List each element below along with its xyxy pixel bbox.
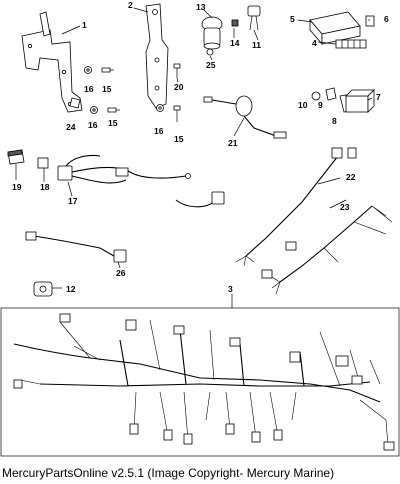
label-15b: 15 xyxy=(108,118,118,128)
part-6-clip xyxy=(365,15,375,27)
label-10: 10 xyxy=(298,100,308,110)
part-23-harness xyxy=(261,205,393,295)
label-15a: 15 xyxy=(102,84,112,94)
part-2-bracket xyxy=(145,3,169,109)
exploded-parts-diagram: 1 2 13 5 6 4 11 14 25 20 16 15 24 16 15 … xyxy=(0,0,400,457)
label-8: 8 xyxy=(332,116,337,126)
label-12: 12 xyxy=(66,284,76,294)
part-14-nut xyxy=(231,19,239,27)
label-16b: 16 xyxy=(88,120,98,130)
part-13-relay xyxy=(201,16,223,50)
label-13: 13 xyxy=(196,2,206,12)
part-1-bracket xyxy=(21,11,83,113)
part-11-connector xyxy=(247,5,261,31)
label-26: 26 xyxy=(116,268,126,278)
part-4-fuse-block xyxy=(335,39,367,49)
leader-lines xyxy=(15,7,373,308)
label-11: 11 xyxy=(252,40,261,50)
label-4: 4 xyxy=(312,38,317,48)
part-12-connector xyxy=(33,281,53,297)
part-3-engine-harness xyxy=(0,307,400,457)
part-21-sender xyxy=(203,95,287,139)
label-20: 20 xyxy=(174,82,184,92)
part-18-connector xyxy=(37,157,49,169)
part-number-labels: 1 2 13 5 6 4 11 14 25 20 16 15 24 16 15 … xyxy=(12,0,389,294)
copyright-footer: MercuryPartsOnline v2.5.1 (Image Copyrig… xyxy=(2,466,335,480)
part-5-module xyxy=(309,11,361,46)
label-19: 19 xyxy=(12,182,22,192)
label-21: 21 xyxy=(228,138,238,148)
part-10-grommet xyxy=(311,91,321,101)
label-2: 2 xyxy=(128,0,133,10)
label-23: 23 xyxy=(340,202,350,212)
part-17-harness xyxy=(57,154,225,208)
fasteners xyxy=(69,63,181,122)
label-6: 6 xyxy=(384,14,389,24)
label-18: 18 xyxy=(40,182,50,192)
label-17: 17 xyxy=(68,196,78,206)
label-14: 14 xyxy=(230,38,240,48)
label-16c: 16 xyxy=(154,126,164,136)
part-9-clip xyxy=(325,87,337,101)
part-26-harness xyxy=(25,231,127,263)
label-15c: 15 xyxy=(174,134,184,144)
label-25: 25 xyxy=(206,60,216,70)
part-19-connector xyxy=(7,149,25,165)
label-1: 1 xyxy=(82,20,87,30)
label-7: 7 xyxy=(376,92,381,102)
part-22-harness xyxy=(235,147,357,267)
part-7-relay xyxy=(345,89,375,113)
label-24: 24 xyxy=(66,122,76,132)
label-3: 3 xyxy=(228,284,233,294)
label-9: 9 xyxy=(318,100,323,110)
label-5: 5 xyxy=(290,14,295,24)
label-16a: 16 xyxy=(84,84,94,94)
part-25-screw xyxy=(206,48,214,56)
label-22: 22 xyxy=(346,172,356,182)
